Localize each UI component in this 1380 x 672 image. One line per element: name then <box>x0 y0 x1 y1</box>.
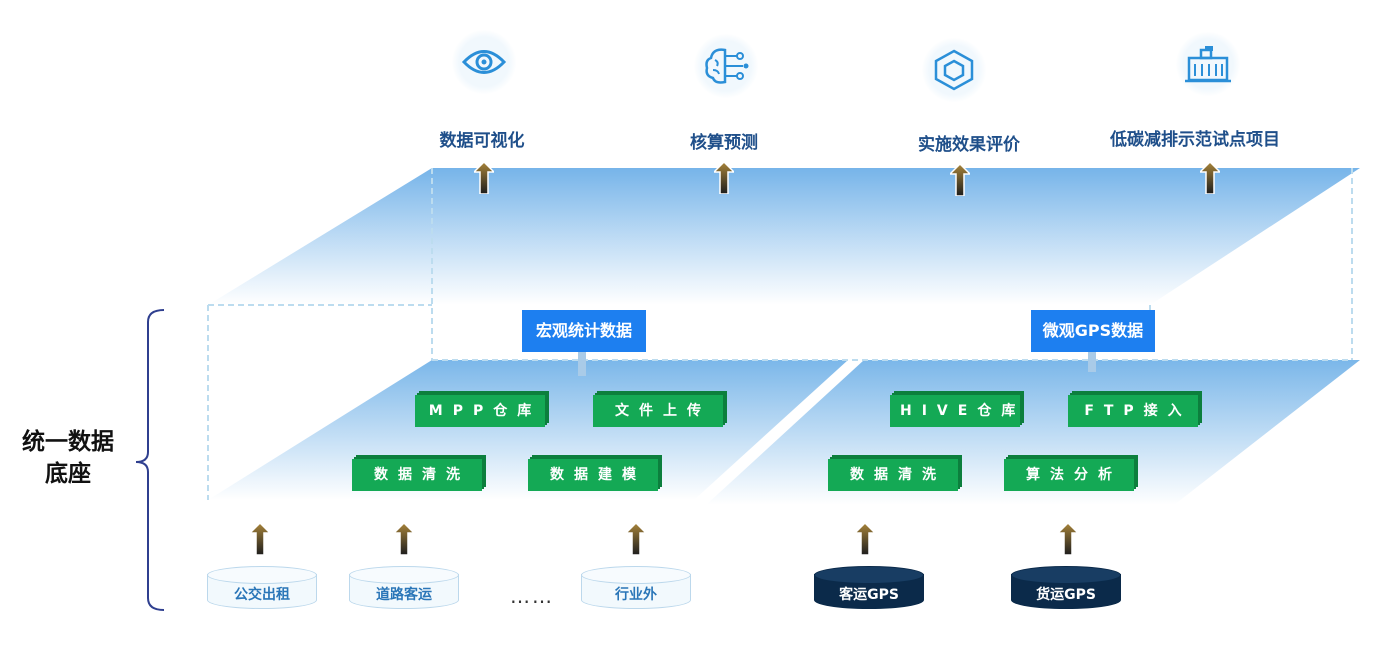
process-box-ftp-access: FTP接入 <box>1068 395 1198 427</box>
source-freight-gps: 货运GPS <box>1011 566 1121 612</box>
pilot-project-icon-wrap <box>1176 32 1240 96</box>
source-passenger-gps: 客运GPS <box>814 566 924 612</box>
output-label-pilot-project: 低碳减排示范试点项目 <box>1110 130 1280 150</box>
cylinder-top <box>349 566 459 584</box>
micro-tag-stem <box>1088 352 1096 372</box>
top-plane <box>208 168 1360 305</box>
process-box-data-cleaning: 数据清洗 <box>352 459 482 491</box>
process-box-algorithm-analysis: 算法分析 <box>1004 459 1134 491</box>
cube-icon <box>934 49 974 91</box>
eye-icon <box>462 50 506 74</box>
cylinder-top <box>814 566 924 584</box>
visualization-icon-wrap <box>452 30 516 94</box>
cylinder-top <box>581 566 691 584</box>
source-bus-taxi: 公交出租 <box>207 566 317 612</box>
process-box-data-cleaning-gps: 数据清洗 <box>828 459 958 491</box>
macro-tag-stem <box>578 352 586 376</box>
side-label-line2: 底座 <box>45 461 91 487</box>
process-box-mpp-warehouse: MPP仓库 <box>415 395 545 427</box>
brain-circuit-icon <box>705 48 749 84</box>
cylinder-top <box>207 566 317 584</box>
source-label: 货运GPS <box>1036 587 1096 603</box>
cylinder-top <box>1011 566 1121 584</box>
process-box-data-modeling: 数据建模 <box>528 459 658 491</box>
output-label-visualization: 数据可视化 <box>439 131 525 151</box>
side-label-line1: 统一数据 <box>22 429 114 455</box>
source-label: 客运GPS <box>839 587 899 603</box>
output-label-forecast: 核算预测 <box>690 133 758 153</box>
output-label-evaluation: 实施效果评价 <box>918 135 1020 155</box>
up-arrow-icon <box>714 162 734 194</box>
up-arrow-icon <box>855 523 875 555</box>
process-box-file-upload: 文件上传 <box>593 395 723 427</box>
micro-data-tag: 微观GPS数据 <box>1031 310 1155 352</box>
up-arrow-icon <box>250 523 270 555</box>
process-box-hive-warehouse: HIVE仓库 <box>890 395 1020 427</box>
factory-building-icon <box>1185 46 1231 83</box>
source-label: 行业外 <box>615 587 657 603</box>
evaluation-icon-wrap <box>922 38 986 102</box>
up-arrow-icon <box>394 523 414 555</box>
source-label: 道路客运 <box>376 587 432 603</box>
side-bracket <box>135 309 165 611</box>
up-arrow-icon <box>950 164 970 196</box>
source-label: 公交出租 <box>234 587 290 603</box>
platform-side-label: 统一数据 底座 <box>8 426 128 490</box>
up-arrow-icon <box>1058 523 1078 555</box>
up-arrow-icon <box>626 523 646 555</box>
forecast-icon-wrap <box>694 34 758 98</box>
up-arrow-icon <box>1200 162 1220 194</box>
ellipsis: …… <box>510 584 554 608</box>
macro-data-tag: 宏观统计数据 <box>522 310 646 352</box>
source-outside-industry: 行业外 <box>581 566 691 612</box>
up-arrow-icon <box>474 162 494 194</box>
source-road-passenger: 道路客运 <box>349 566 459 612</box>
